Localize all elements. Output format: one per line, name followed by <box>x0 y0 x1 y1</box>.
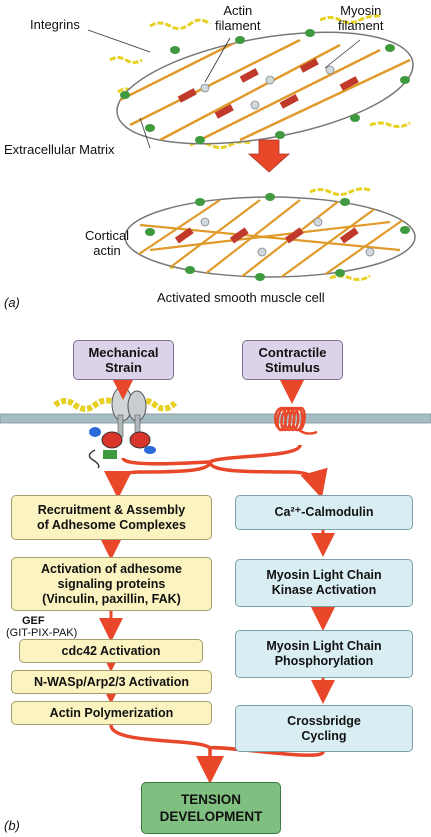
dense-body-mark <box>265 75 275 85</box>
activated-cell-caption: Activated smooth muscle cell <box>157 290 325 305</box>
myosin-mark <box>339 227 359 244</box>
actin-pointer <box>204 37 231 83</box>
activated-smooth-muscle-cell <box>124 187 416 282</box>
integrins-pointer <box>87 29 151 53</box>
integrin-mark <box>275 131 285 139</box>
dense-body-mark <box>365 247 375 257</box>
actin-line <box>279 204 381 277</box>
integrin-mark <box>400 226 410 234</box>
panel-a-label: (a) <box>4 295 20 310</box>
crossbridge-cycling-box: Crossbridge Cycling <box>235 705 413 752</box>
dense-body-mark <box>200 83 210 93</box>
plasma-membrane <box>0 413 431 424</box>
myosin-mark <box>239 68 259 83</box>
integrin-mark <box>185 266 195 274</box>
merge-left <box>109 724 212 750</box>
calmodulin-box: Ca²⁺-Calmodulin <box>235 495 413 530</box>
mechanical-strain-box: Mechanical Strain <box>73 340 174 380</box>
cdc42-activation-box: cdc42 Activation <box>19 639 203 663</box>
myosin-mark <box>284 227 304 244</box>
extracellular-matrix-label: Extracellular Matrix <box>4 142 115 157</box>
contractile-stimulus-box: Contractile Stimulus <box>242 340 343 380</box>
integrin-mark <box>195 198 205 206</box>
integrin-mark <box>170 46 180 54</box>
actin-line <box>159 199 261 276</box>
tension-development-box: TENSION DEVELOPMENT <box>141 782 281 834</box>
actin-line <box>139 223 401 252</box>
integrin-mark <box>145 124 155 132</box>
actin-line <box>239 58 411 142</box>
myosin-filament-label: Myosin filament <box>338 3 384 33</box>
mlc-phosphorylation-box: Myosin Light Chain Phosphorylation <box>235 630 413 678</box>
split-arrow-right <box>208 461 328 499</box>
actin-line <box>159 43 341 142</box>
myosin-mark <box>279 94 299 109</box>
panel-b-label: (b) <box>4 818 20 833</box>
merge-from-stimulus <box>209 444 302 464</box>
ecm-pointer <box>139 117 151 149</box>
split-arrow-left <box>104 461 212 499</box>
mlck-activation-box: Myosin Light Chain Kinase Activation <box>235 559 413 607</box>
actin-line <box>199 48 381 142</box>
integrin-complex-illustration <box>53 386 178 469</box>
integrin-mark <box>305 29 315 37</box>
myosin-pointer <box>324 39 361 69</box>
cell-membrane <box>116 31 414 145</box>
dense-body-mark <box>200 217 210 227</box>
dense-body-mark <box>325 65 335 75</box>
n-wasp-arp23-activation-box: N-WASp/Arp2/3 Activation <box>11 670 212 694</box>
receptor-illustration <box>274 406 318 435</box>
integrin-mark <box>340 198 350 206</box>
activation-arrow <box>247 139 291 173</box>
myosin-mark <box>214 104 234 119</box>
adhesome-recruitment-box: Recruitment & Assembly of Adhesome Compl… <box>11 495 212 540</box>
gef-label: GEF <box>22 615 45 627</box>
myosin-mark <box>229 227 249 244</box>
actin-line <box>129 38 301 127</box>
integrin-mark <box>350 114 360 122</box>
dense-body-mark <box>257 247 267 257</box>
cortical-actin-label: Cortical actin <box>85 228 130 258</box>
integrin-mark <box>235 36 245 44</box>
actin-polymerization-box: Actin Polymerization <box>11 701 212 725</box>
integrin-mark <box>400 76 410 84</box>
myosin-mark <box>174 227 194 244</box>
integrin-mark <box>255 273 265 281</box>
integrin-mark <box>265 193 275 201</box>
myosin-mark <box>177 88 197 103</box>
integrin-mark <box>335 269 345 277</box>
myosin-mark <box>339 76 359 91</box>
actin-filament-label: Actin filament <box>215 3 261 33</box>
dense-body-mark <box>250 100 260 110</box>
resting-smooth-muscle-cell <box>109 14 414 149</box>
merge-from-strain <box>121 456 211 466</box>
dense-body-mark <box>313 217 323 227</box>
integrin-mark <box>195 136 205 144</box>
integrin-mark <box>120 91 130 99</box>
integrin-mark <box>145 228 155 236</box>
integrin-mark <box>385 44 395 52</box>
actin-line <box>129 199 221 261</box>
label-pointers <box>87 29 361 244</box>
myosin-mark <box>299 58 319 73</box>
adhesome-activation-box: Activation of adhesome signaling protein… <box>11 557 212 611</box>
actin-line <box>149 220 391 252</box>
gef-detail-label: (GIT-PIX-PAK) <box>6 627 78 639</box>
merge-right <box>209 745 325 757</box>
integrins-label: Integrins <box>30 17 80 32</box>
